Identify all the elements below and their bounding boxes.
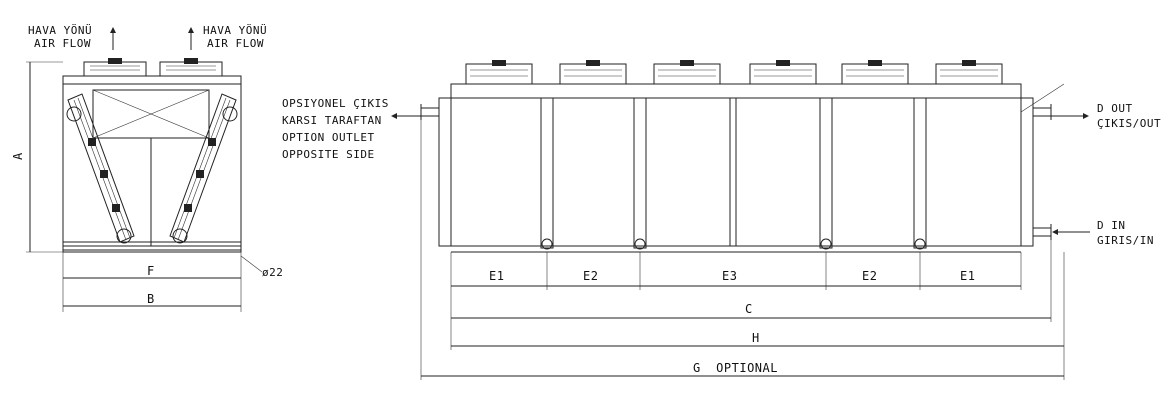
section-e2-right-label: E2: [862, 269, 877, 283]
side-coil-right: [169, 93, 238, 244]
dim-f-label: F: [147, 264, 155, 278]
optional-outlet-line4: OPPOSITE SIDE: [282, 148, 375, 161]
dim-c-label: C: [745, 302, 753, 316]
side-casing: [62, 75, 242, 251]
dim-h-label: H: [752, 331, 760, 345]
section-e1-left-label: E1: [489, 269, 504, 283]
section-e2-left-label: E2: [583, 269, 598, 283]
optional-outlet-line2: KARSI TARAFTAN: [282, 114, 382, 127]
side-view: HAVA YÖNÜ AIR FLOW HAVA YÖNÜ AIR FLOW: [11, 24, 283, 312]
optional-outlet-line3: OPTION OUTLET: [282, 131, 375, 144]
front-fan-6-icon: [935, 60, 1003, 85]
d-in-line1: D IN: [1097, 219, 1126, 232]
dim-a-label: A: [11, 152, 25, 160]
side-coil-left: [66, 93, 135, 244]
front-section-dividers: [540, 97, 927, 250]
section-e3-label: E3: [722, 269, 737, 283]
side-fan-right-icon: [159, 58, 223, 77]
front-pipes: [420, 83, 1065, 240]
front-fan-5-icon: [841, 60, 909, 85]
front-view: OPSIYONEL ÇIKIS KARSI TARAFTAN OPTION OU…: [282, 60, 1161, 380]
airflow-right-line2: AIR FLOW: [207, 37, 264, 50]
airflow-left-line1: HAVA YÖNÜ: [28, 24, 92, 37]
d-out-line1: D OUT: [1097, 102, 1133, 115]
airflow-right-line1: HAVA YÖNÜ: [203, 24, 267, 37]
front-fan-1-icon: [465, 60, 533, 85]
section-e1-right-label: E1: [960, 269, 975, 283]
dim-b-label: B: [147, 292, 155, 306]
front-top-frame: [450, 83, 1022, 99]
front-fan-4-icon: [749, 60, 817, 85]
airflow-left-line2: AIR FLOW: [34, 37, 91, 50]
d-out-line2: ÇIKIS/OUT: [1097, 117, 1161, 130]
hole-diameter-label: ø22: [262, 266, 283, 279]
dim-g-label: G OPTIONAL: [693, 361, 778, 375]
front-fan-3-icon: [653, 60, 721, 85]
side-fan-left-icon: [83, 58, 147, 77]
front-fans: [465, 60, 1003, 85]
optional-outlet-line1: OPSIYONEL ÇIKIS: [282, 97, 389, 110]
d-in-line2: GIRIS/IN: [1097, 234, 1154, 247]
front-fan-2-icon: [559, 60, 627, 85]
section-dimensions: E1 E2 E3 E2 E1: [450, 252, 1022, 290]
